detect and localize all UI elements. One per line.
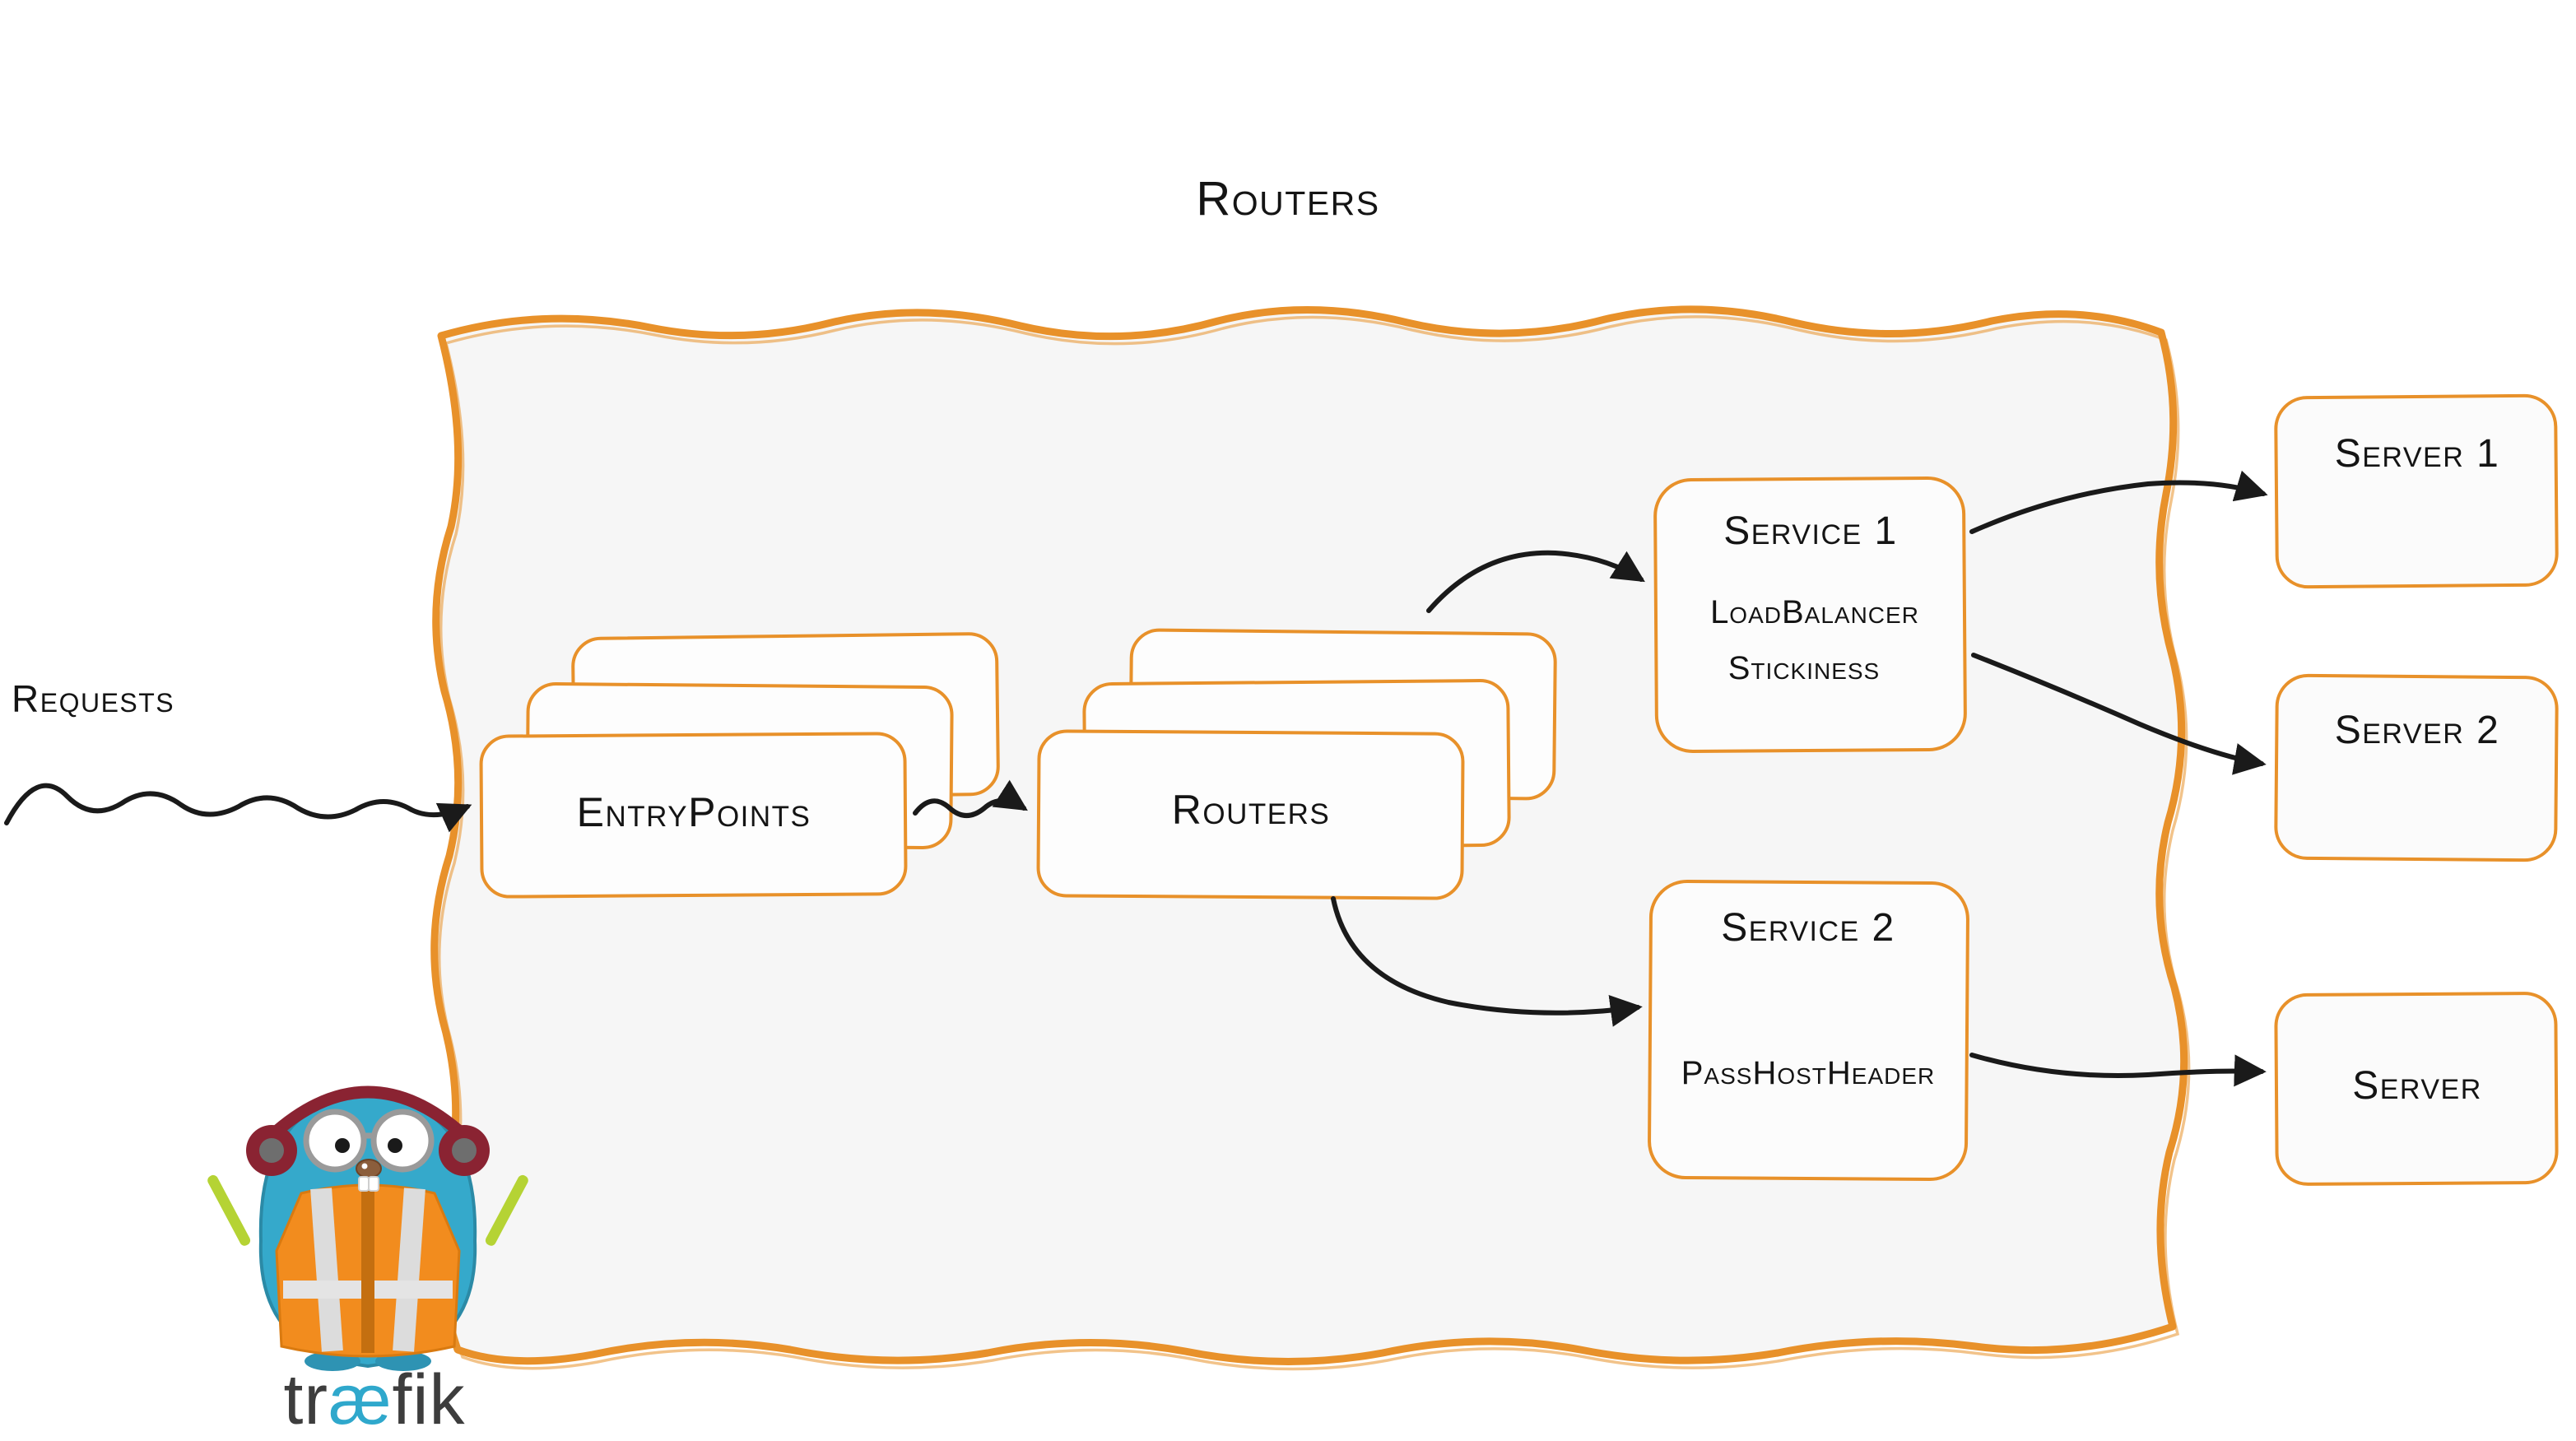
diagram-title: Routers bbox=[1196, 172, 1380, 225]
service1-title: Service 1 bbox=[1723, 509, 1898, 553]
server2-label: Server 2 bbox=[2334, 709, 2500, 752]
gopher-nose bbox=[356, 1159, 382, 1192]
service1-box bbox=[1653, 476, 1967, 753]
service2-box bbox=[1648, 879, 1969, 1182]
server1-label: Server 1 bbox=[2334, 432, 2500, 476]
server1-box bbox=[2274, 393, 2559, 589]
service2-to-server3-arrow bbox=[1969, 1053, 2267, 1087]
traefik-logo-suffix: fik bbox=[392, 1360, 466, 1439]
entrypoints-to-routers-arrow bbox=[913, 779, 1028, 818]
flow-arrows bbox=[4, 470, 2268, 1087]
server3-box bbox=[2274, 992, 2559, 1186]
entrypoints-label: EntryPoints bbox=[576, 789, 811, 835]
entrypoints-card-stack bbox=[479, 632, 1000, 899]
service1-to-server2-arrow bbox=[1971, 653, 2267, 775]
service2-title: Service 2 bbox=[1721, 906, 1895, 950]
routers-to-service2-arrow bbox=[1331, 896, 1643, 1027]
traefik-logo-prefix: tr bbox=[283, 1360, 329, 1439]
server3-label: Server bbox=[2352, 1064, 2482, 1108]
server-boxes bbox=[2274, 393, 2559, 1186]
glowstick-right bbox=[485, 1174, 528, 1246]
requests-label: Requests bbox=[12, 677, 175, 720]
service1-feature-loadbalancer: LoadBalancer bbox=[1710, 594, 1919, 630]
traefik-logo-text: træfik bbox=[283, 1360, 465, 1441]
service1-feature-stickiness: Stickiness bbox=[1727, 650, 1881, 686]
service1-to-server1-arrow bbox=[1969, 470, 2268, 534]
headphones-icon bbox=[246, 1085, 490, 1176]
server2-box bbox=[2274, 673, 2559, 862]
glowstick-left bbox=[207, 1174, 251, 1246]
gopher-safety-vest bbox=[275, 1183, 461, 1358]
service2-feature-passhostheader: PassHostHeader bbox=[1681, 1055, 1936, 1091]
routers-to-service1-arrow bbox=[1426, 550, 1645, 613]
requests-arrow bbox=[4, 783, 472, 833]
routers-card-label: Routers bbox=[1171, 787, 1331, 833]
traefik-logo-ligature: æ bbox=[328, 1360, 393, 1439]
routers-card-stack bbox=[1036, 628, 1557, 900]
traefik-gopher-mascot bbox=[207, 1085, 528, 1371]
gopher-goggles bbox=[303, 1109, 435, 1173]
